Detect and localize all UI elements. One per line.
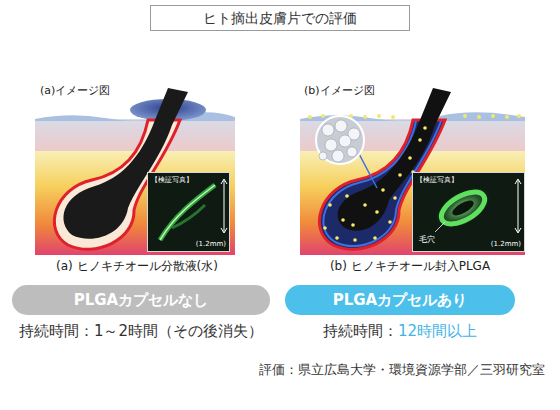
title-text: ヒト摘出皮膚片での評価: [203, 10, 357, 27]
label-text: 持続時間：: [323, 322, 398, 340]
photo-caption: 毛穴: [419, 235, 435, 245]
label-text: 評価：県立広島大学・環境資源学部／三羽研究室: [259, 362, 545, 378]
label-text: (b)イメージ図: [304, 84, 375, 97]
result-pill: PLGAカプセルあり: [285, 285, 515, 315]
label-text: 持続時間：1～2時間（その後消失）: [19, 322, 263, 340]
panel-a: [35, 88, 235, 255]
photo-caption: (1.2mm): [491, 240, 521, 248]
pill-label: PLGAカプセルなし: [74, 291, 208, 309]
photo-caption: 【検証写真】: [151, 176, 193, 184]
label-text: 12時間以上: [398, 322, 477, 340]
title-box: ヒト摘出皮膚片での評価: [150, 5, 410, 31]
label-text: (a) ヒノキチオール分散液(水): [56, 259, 218, 273]
photo-caption: 【検証写真】: [416, 176, 458, 184]
panel-b: [300, 88, 525, 255]
photo-inset: 【検証写真】 (1.2mm): [147, 172, 230, 252]
photo-inset: 【検証写真】毛穴 (1.2mm): [412, 172, 525, 252]
photo-caption: (1.2mm): [196, 240, 226, 248]
label-text: (a)イメージ図: [40, 84, 110, 97]
pill-label: PLGAカプセルあり: [333, 291, 467, 309]
label-text: (b) ヒノキチオール封入PLGA: [330, 259, 490, 273]
result-pill: PLGAカプセルなし: [12, 285, 270, 315]
